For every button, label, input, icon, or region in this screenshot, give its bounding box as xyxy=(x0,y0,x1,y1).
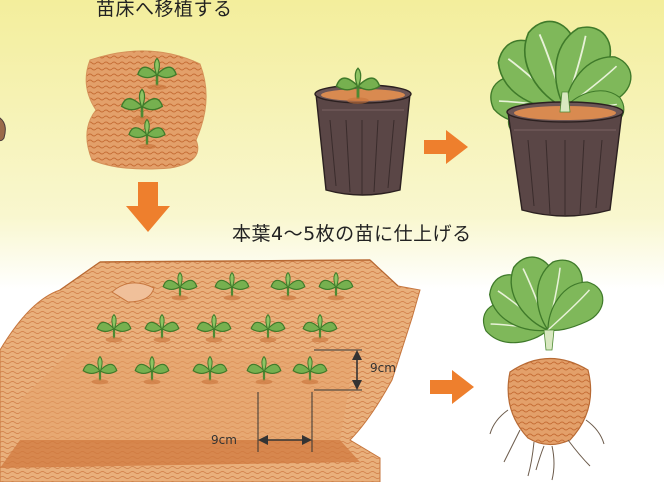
plant-spacing-label: 9cm xyxy=(211,433,237,447)
root-ball-plant-icon xyxy=(477,252,611,481)
arrow-down-icon xyxy=(126,182,170,232)
grown-pot-plant-icon xyxy=(483,17,640,217)
seedling-cluster-icon xyxy=(85,50,207,170)
arrow-right-icon xyxy=(424,130,468,164)
row-spacing-label: 9cm xyxy=(370,361,396,375)
partial-plant-edge xyxy=(0,117,6,142)
arrow-right-icon xyxy=(430,370,474,404)
caption-transplant-to-bed: 苗床へ移植する xyxy=(96,0,233,20)
caption-finish-seedlings: 本葉4〜5枚の苗に仕上げる xyxy=(232,223,472,245)
dimension-markers xyxy=(257,349,362,452)
seedling-pot-icon xyxy=(314,66,412,196)
